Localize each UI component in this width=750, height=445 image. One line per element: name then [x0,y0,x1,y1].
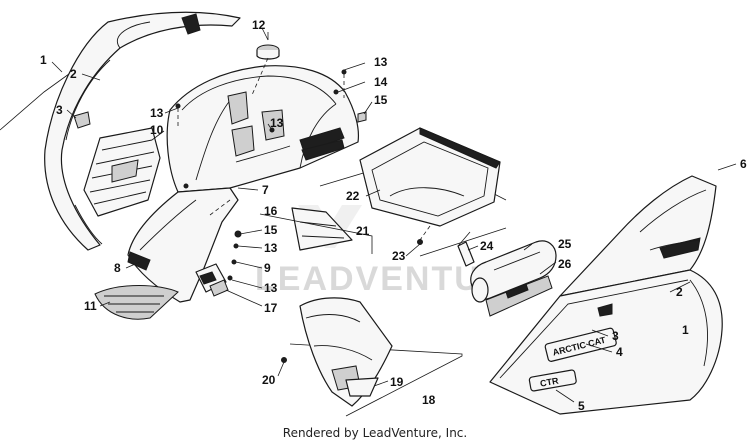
callout-1-left: 1 [40,53,47,67]
callout-20: 20 [262,373,276,387]
callout-3-left: 3 [56,103,63,117]
callout-15-b: 15 [264,223,278,237]
callout-labels: 1 2 3 10 12 13 13 14 15 13 7 16 22 21 15… [40,18,747,413]
callout-26: 26 [558,257,572,271]
model-decal-text: CTR [539,376,559,389]
callout-23: 23 [392,249,406,263]
fastener-screws [175,69,367,281]
callout-13-d: 13 [264,241,278,255]
callout-5: 5 [578,399,585,413]
callout-6: 6 [740,157,747,171]
callout-3-right: 3 [612,329,619,343]
callout-21: 21 [356,224,370,238]
callout-11: 11 [84,299,97,313]
callout-22: 22 [346,189,360,203]
callout-1-right: 1 [682,323,689,337]
left-side-panel [0,11,241,251]
callout-14: 14 [374,75,388,89]
strap [457,231,475,267]
lower-bracket [195,263,229,297]
callout-10: 10 [150,123,164,137]
callout-18: 18 [422,393,436,407]
fill-cap [251,32,280,96]
footer-credit: Rendered by LeadVenture, Inc. [282,426,468,440]
callout-16: 16 [264,204,278,218]
callout-2-left: 2 [70,67,77,81]
callout-24: 24 [480,239,494,253]
upper-hood [127,65,360,303]
tube-assembly [470,240,557,317]
callout-13-b: 13 [374,55,388,69]
callout-4: 4 [616,345,623,359]
right-side-panel: ARCTIC CAT CTR [489,163,737,415]
vent-grille [83,127,161,217]
callout-7: 7 [262,183,269,197]
mesh-screen [94,285,179,320]
callout-25: 25 [558,237,572,251]
callout-8: 8 [114,261,121,275]
callout-17: 17 [264,301,278,315]
storage-tray [319,127,507,257]
callout-9: 9 [264,261,271,275]
model-decal: CTR [528,369,577,392]
callout-15-a: 15 [374,93,388,107]
leader-lines [51,27,691,403]
callout-13-a: 13 [150,106,164,120]
callout-19: 19 [390,375,404,389]
callout-12: 12 [252,18,266,32]
lower-fascia [281,297,463,417]
callout-2-right: 2 [676,285,683,299]
callout-13-e: 13 [264,281,278,295]
callout-13-c: 13 [270,116,284,130]
headlight-lens [259,207,373,254]
